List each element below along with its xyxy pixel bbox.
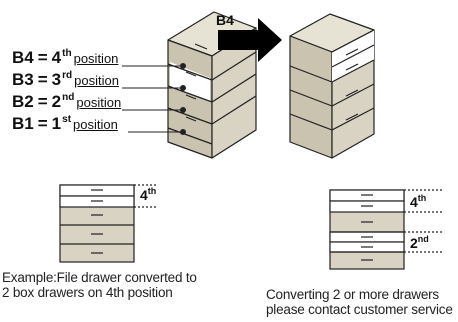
right-slot-label-4th: 4th [410,193,427,210]
left-drawer-4th-highlight [170,62,210,102]
position-word: position [73,117,118,132]
right-cabinet [289,13,375,159]
conversion-arrow [218,18,282,62]
position-word: position [73,51,119,66]
position-code: B3 [12,70,34,89]
position-code: B2 [12,92,34,111]
arrow-label: B4 [216,12,234,28]
left-cabinet [167,11,257,159]
position-code: B4 [12,48,34,67]
right-caption: Converting 2 or more drawers please cont… [266,287,453,317]
left-front-view [59,184,156,263]
left-caption: Example:File drawer converted to 2 box d… [2,270,197,300]
position-code: B1 [12,114,34,133]
right-slot-label-2nd: 2nd [410,234,429,251]
position-word: position [76,95,122,110]
position-pointers [122,63,186,135]
right-front-view [329,189,442,270]
right-cabinet-side [289,35,333,159]
left-slot-label-4th: 4th [140,186,157,203]
position-word: position [74,73,119,88]
